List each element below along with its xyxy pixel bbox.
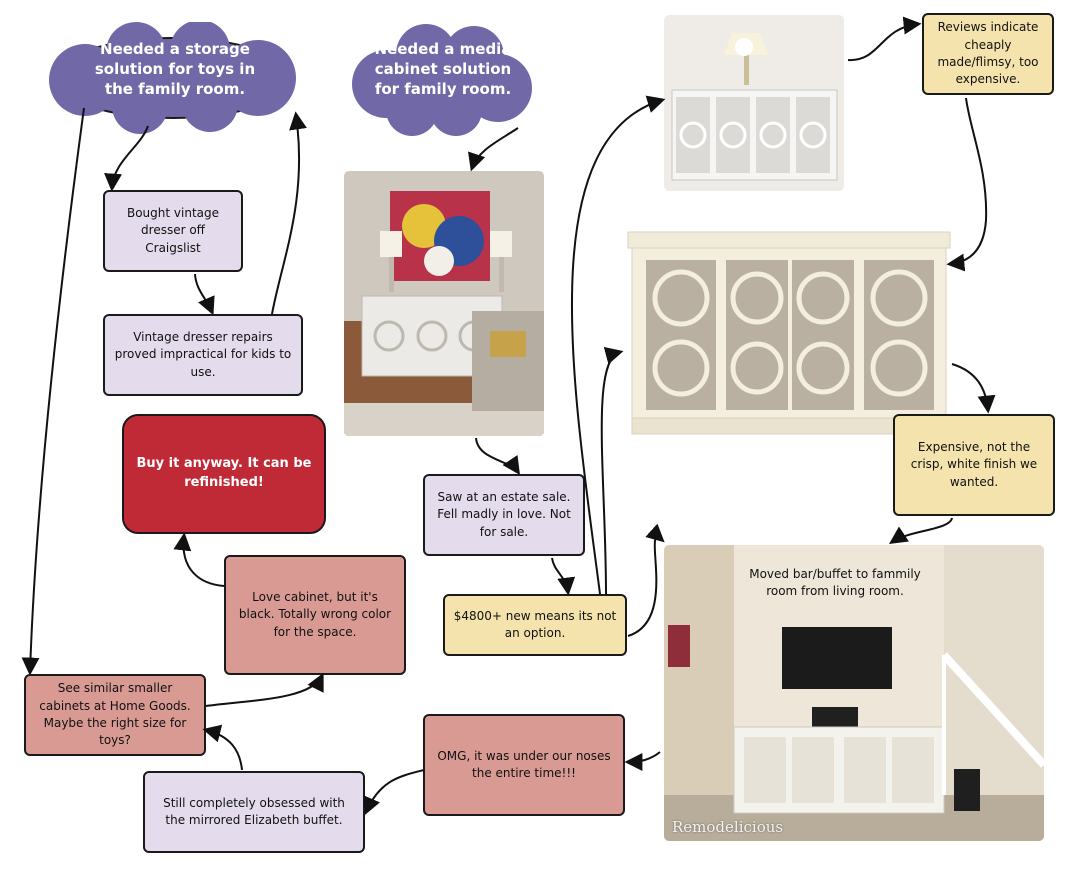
arrow-expensive-to-family <box>889 517 953 544</box>
reviews-box: Reviews indicate cheaply made/flimsy, to… <box>922 13 1054 95</box>
arrow-large-to-expensive <box>951 363 996 414</box>
arrow-price-to-large <box>600 347 624 595</box>
arrow-media-to-photo <box>468 127 519 172</box>
arrow-small-to-reviews <box>847 16 922 62</box>
small-buffet-photo <box>664 15 844 191</box>
arrow-price-to-small <box>570 95 666 595</box>
watermark: Remodelicious <box>672 818 784 836</box>
arrow-toys-to-similar <box>21 107 85 676</box>
family-room-photo <box>664 545 1044 841</box>
arrow-omg-to-obsessed <box>363 769 425 816</box>
love-cabinet-black-box: Love cabinet, but it's black. Totally wr… <box>224 555 406 675</box>
similar-cabinets-box: See similar smaller cabinets at Home Goo… <box>24 674 206 756</box>
family-room-caption: Moved bar/buffet to fammily room from li… <box>749 567 921 599</box>
arrow-toys-to-dresser <box>104 125 149 192</box>
arrow-obsessed-to-similar <box>202 724 243 771</box>
still-obsessed-box: Still completely obsessed with the mirro… <box>143 771 365 853</box>
arrow-price-to-family <box>627 523 665 637</box>
arrow-repairs-to-cloud <box>271 111 307 315</box>
arrow-love-to-buy <box>173 532 225 587</box>
arrow-dresser-to-repairs <box>194 273 215 316</box>
vintage-dresser-box: Bought vintage dresser off Craigslist <box>103 190 243 272</box>
cloud-toys-text: Needed a storage solution for toys in th… <box>94 40 256 98</box>
large-buffet-photo <box>626 228 952 448</box>
arrow-similar-to-love <box>205 672 324 707</box>
omg-box: OMG, it was under our noses the entire t… <box>423 714 625 816</box>
arrow-reviews-to-large <box>946 97 988 272</box>
buy-anyway-box: Buy it anyway. It can be refinished! <box>122 414 326 534</box>
room-photo <box>344 171 544 436</box>
dresser-repairs-box: Vintage dresser repairs proved impractic… <box>103 314 303 396</box>
estate-sale-box: Saw at an estate sale. Fell madly in lov… <box>423 474 585 556</box>
expensive-finish-box: Expensive, not the crisp, white finish w… <box>893 414 1055 516</box>
cloud-media-text: Needed a media cabinet solution for fami… <box>374 40 512 98</box>
arrow-estate-to-price <box>551 557 576 596</box>
price-new-box: $4800+ new means its not an option. <box>443 594 627 656</box>
arrow-photo-to-estate <box>475 437 521 475</box>
cloud-shape-media <box>352 24 532 136</box>
arrow-family-to-omg <box>624 751 661 771</box>
cloud-shape-toys <box>49 22 296 134</box>
